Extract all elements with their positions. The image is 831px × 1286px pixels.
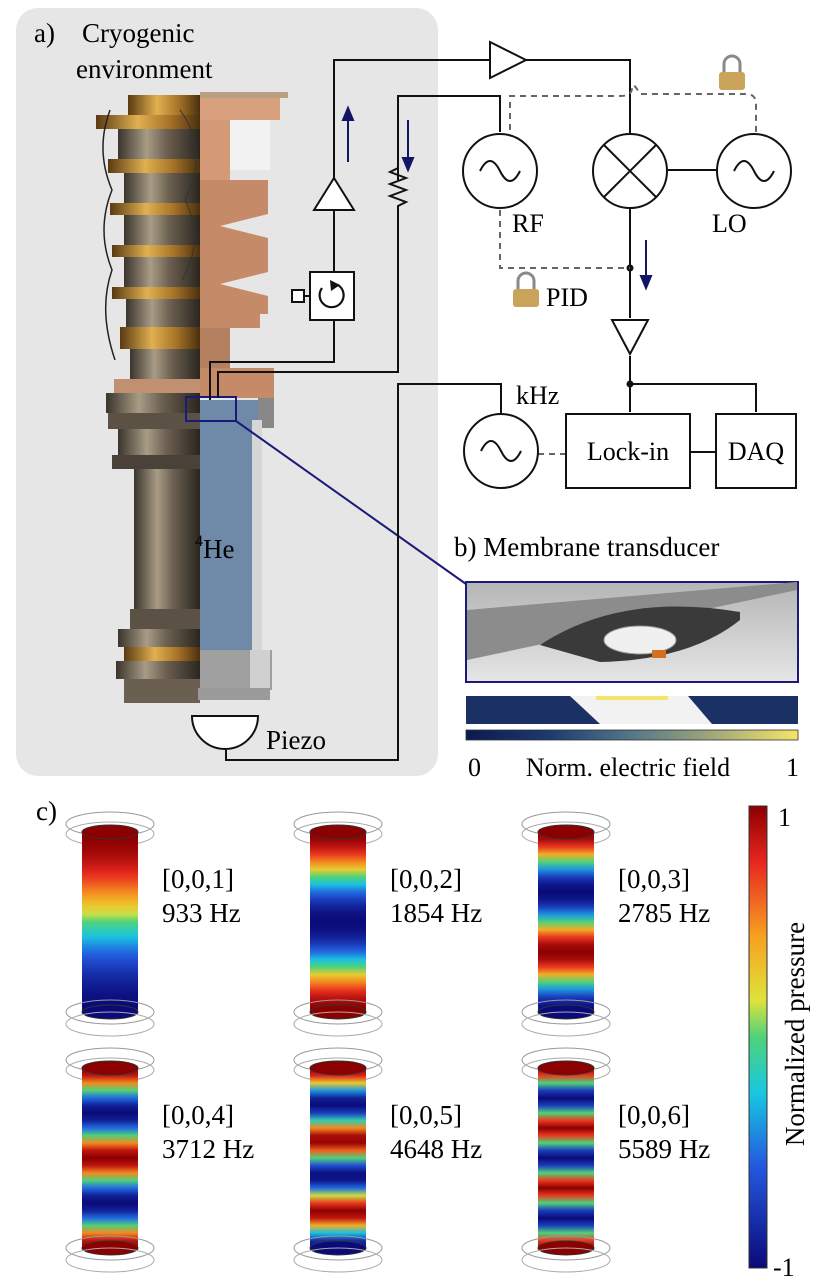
flange [65, 999, 155, 1025]
mode-frequency-label: 4648 Hz [390, 1134, 482, 1164]
sine-source-icon [463, 413, 539, 489]
pressure-cylinder [310, 1068, 366, 1248]
cylinder-top [309, 1060, 367, 1076]
panel-a-label: a) [34, 18, 55, 48]
padlock-icon [513, 271, 539, 307]
membrane-render [465, 581, 799, 683]
resistor-icon [387, 164, 409, 212]
cylinder-top [309, 824, 367, 840]
mode-grid: [0,0,1] 933 Hz [0,0,2] 1854 Hz [0,0,3] 2785 H… [65, 811, 710, 1273]
mode-index-label: [0,0,4] [162, 1100, 234, 1130]
flange [65, 1011, 155, 1037]
efield-colorbar-min: 0 [468, 753, 481, 782]
pid-label: PID [546, 283, 588, 312]
piezo [190, 715, 260, 750]
efield-colorbar-title: Norm. electric field [526, 753, 730, 782]
mode-index-label: [0,0,2] [390, 864, 462, 894]
mode-item: [0,0,6] 5589 Hz [521, 1047, 710, 1273]
mixer-icon [592, 133, 668, 209]
flange [293, 999, 383, 1025]
pressure-cylinder [310, 832, 366, 1012]
cylinder-top [81, 824, 139, 840]
flange [521, 1247, 611, 1273]
daq-label: DAQ [728, 437, 785, 466]
efield-colorbar-max: 1 [786, 753, 799, 782]
helium-text: He [203, 534, 234, 564]
cylinder-top [81, 1060, 139, 1076]
flange [521, 1011, 611, 1037]
panel-a-title-line2: environment [76, 54, 213, 84]
pressure-colorbar-max: 1 [778, 803, 791, 832]
helium-volume [200, 400, 258, 650]
sine-source-icon [716, 133, 792, 209]
pressure-cylinder [82, 832, 138, 1012]
mode-item: [0,0,2] 1854 Hz [293, 811, 482, 1037]
cylinder-top [537, 824, 595, 840]
pressure-cylinder [538, 832, 594, 1012]
mode-item: [0,0,3] 2785 Hz [521, 811, 710, 1037]
flange [293, 1235, 383, 1261]
panel-c-label: c) [36, 796, 57, 826]
amplifier-icon [312, 176, 356, 211]
cryostat-photo [96, 95, 200, 703]
efield-map [466, 696, 798, 724]
mode-frequency-label: 2785 Hz [618, 898, 710, 928]
pressure-colorbar-title: Normalized pressure [780, 922, 810, 1146]
helium-label: 4He [195, 533, 234, 564]
helium-superscript: 4 [195, 533, 203, 550]
lockin-label: Lock-in [587, 437, 669, 466]
mode-item: [0,0,1] 933 Hz [65, 811, 241, 1037]
mode-item: [0,0,5] 4648 Hz [293, 1047, 482, 1273]
lo-label: LO [712, 209, 747, 238]
cryostat-cutaway [198, 92, 288, 700]
mode-frequency-label: 3712 Hz [162, 1134, 254, 1164]
sine-source-icon [462, 133, 538, 209]
circuit-wires [209, 59, 757, 761]
mode-index-label: [0,0,5] [390, 1100, 462, 1130]
mode-index-label: [0,0,1] [162, 864, 234, 894]
signal-arrows [341, 105, 653, 291]
flange [65, 1235, 155, 1261]
flange [293, 1011, 383, 1037]
circulator-icon [291, 271, 355, 321]
flange [521, 1235, 611, 1261]
pressure-colorbar [748, 805, 768, 1269]
junction-dot [626, 380, 634, 388]
amplifier-icon [489, 40, 529, 80]
rf-label: RF [512, 209, 544, 238]
efield-colorbar [465, 729, 799, 741]
mode-frequency-label: 1854 Hz [390, 898, 482, 928]
lock-loops [499, 84, 757, 455]
khz-label: kHz [516, 381, 559, 410]
amplifier-icon [610, 319, 650, 357]
mode-index-label: [0,0,3] [618, 864, 690, 894]
flange [65, 1247, 155, 1273]
lockin-box [565, 413, 691, 489]
piezo-label: Piezo [266, 725, 326, 755]
pressure-colorbar-min: -1 [773, 1253, 795, 1282]
mode-frequency-label: 5589 Hz [618, 1134, 710, 1164]
pressure-cylinder [538, 1068, 594, 1248]
mode-item: [0,0,4] 3712 Hz [65, 1047, 254, 1273]
mode-frequency-label: 933 Hz [162, 898, 241, 928]
flange [521, 999, 611, 1025]
cylinder-top [537, 1060, 595, 1076]
panel-a-title-line1: Cryogenic [82, 18, 194, 48]
daq-box [715, 413, 797, 489]
padlock-icon [719, 54, 745, 90]
panel-b-label: b) Membrane transducer [454, 532, 719, 562]
pressure-cylinder [82, 1068, 138, 1248]
mode-index-label: [0,0,6] [618, 1100, 690, 1130]
flange [293, 1247, 383, 1273]
